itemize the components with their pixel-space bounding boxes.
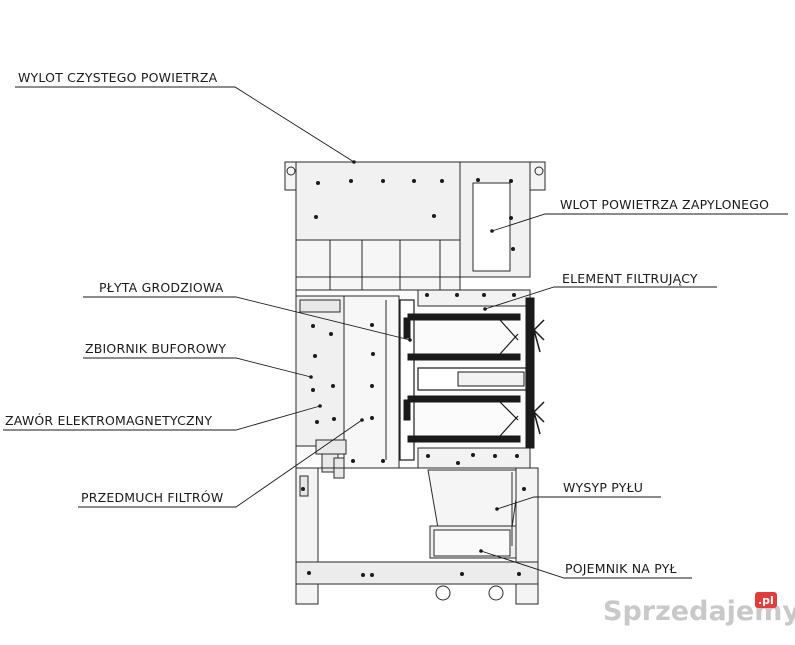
leader-dust-discharge — [496, 496, 661, 510]
leader-partition-plate — [83, 296, 411, 341]
label-filter-element: ELEMENT FILTRUJĄCY — [562, 271, 698, 286]
machine-drawing — [284, 161, 546, 605]
leader-buffer-tank — [83, 357, 312, 378]
label-dust-container: POJEMNIK NA PYŁ — [565, 561, 677, 576]
label-clean-air-outlet: WYLOT CZYSTEGO POWIETRZA — [18, 70, 218, 85]
watermark-badge-text: .pl — [758, 594, 774, 607]
label-buffer-tank: ZBIORNIK BUFOROWY — [85, 341, 226, 356]
filter-elements — [399, 297, 545, 461]
leader-dust-container — [480, 550, 692, 579]
labels: WYLOT CZYSTEGO POWIETRZA WLOT POWIETRZA … — [5, 70, 769, 576]
label-filter-blowing: PRZEDMUCH FILTRÓW — [81, 490, 223, 505]
dust-hopper — [427, 469, 521, 559]
leader-clean-air-outlet — [15, 86, 355, 163]
lower-frame — [295, 467, 539, 605]
leader-solenoid-valve — [3, 405, 321, 431]
watermark: Sprzedajemy .pl — [603, 592, 795, 627]
leader-filter-element — [484, 286, 717, 310]
label-solenoid-valve: ZAWÓR ELEKTROMAGNETYCZNY — [5, 413, 212, 428]
watermark-badge — [755, 592, 777, 608]
top-housing — [284, 161, 546, 291]
label-dust-discharge: WYSYP PYŁU — [563, 480, 643, 495]
leader-lines — [3, 86, 788, 579]
label-partition-plate: PŁYTA GRODZIOWA — [99, 280, 224, 295]
leader-dusty-air-inlet — [491, 213, 788, 232]
rivet-dots — [301, 178, 526, 577]
label-dusty-air-inlet: WLOT POWIETRZA ZAPYLONEGO — [560, 197, 769, 212]
leader-filter-blowing — [78, 419, 363, 508]
